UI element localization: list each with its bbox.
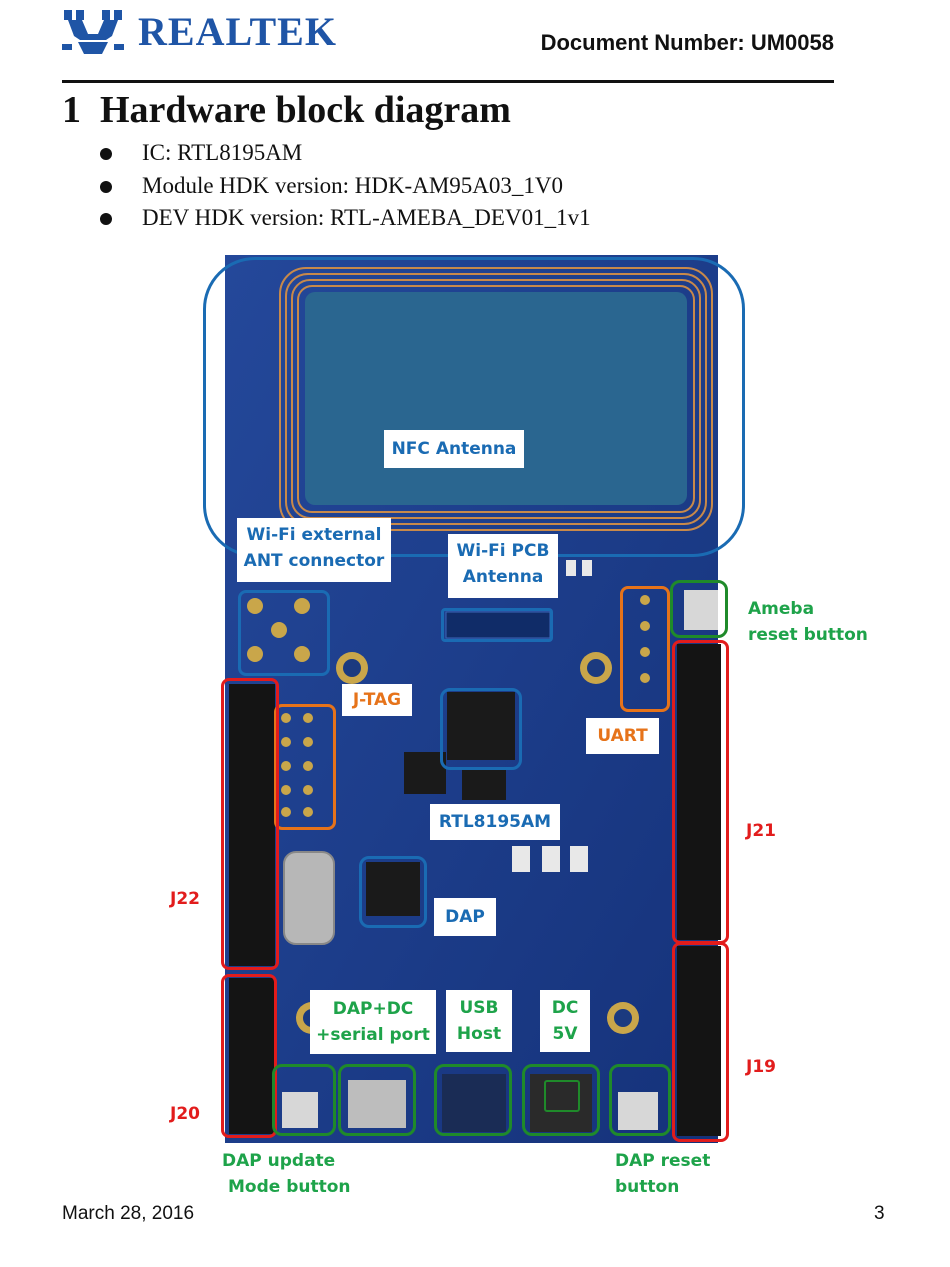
- bullet-dot-icon: [100, 181, 112, 193]
- label-usb-host: USB Host: [446, 990, 512, 1052]
- bullet-dot-icon: [100, 213, 112, 225]
- nfc-antenna-highlight: [203, 257, 745, 557]
- label-text: J21: [746, 821, 776, 841]
- wifi-pcb-antenna-highlight: [441, 608, 553, 642]
- label-text: Wi-Fi external: [246, 525, 382, 545]
- label-wifi-pcb-antenna: Wi-Fi PCB Antenna: [448, 534, 558, 598]
- label-j20: J20: [170, 1101, 210, 1127]
- logo-wordmark: REALTEK: [138, 9, 337, 54]
- label-text: DAP reset: [615, 1151, 711, 1171]
- label-text: reset button: [748, 625, 868, 645]
- j20-highlight: [221, 974, 277, 1138]
- dap-update-button-highlight: [272, 1064, 336, 1136]
- bullet-item: IC: RTL8195AM: [100, 140, 742, 166]
- label-text: J19: [746, 1057, 776, 1077]
- label-j19: J19: [746, 1054, 786, 1080]
- label-wifi-external-ant: Wi-Fi external ANT connector: [237, 518, 391, 582]
- label-dap-reset-button: DAP reset button: [615, 1148, 725, 1200]
- bullet-item: DEV HDK version: RTL-AMEBA_DEV01_1v1: [100, 205, 742, 231]
- label-text: +serial port: [316, 1025, 430, 1045]
- bullet-text: DEV HDK version: RTL-AMEBA_DEV01_1v1: [142, 205, 591, 230]
- jtag-highlight: [274, 704, 336, 830]
- dc-5v-inner-highlight: [544, 1080, 580, 1112]
- label-rtl8195am: RTL8195AM: [430, 804, 560, 840]
- label-text: ANT connector: [243, 551, 385, 571]
- label-text: 5V: [552, 1024, 578, 1044]
- bullet-text: IC: RTL8195AM: [142, 140, 303, 165]
- header-rule: [62, 80, 834, 83]
- uart-highlight: [620, 586, 670, 712]
- bullet-dot-icon: [100, 148, 112, 160]
- dap-chip-highlight: [359, 856, 427, 928]
- label-dap: DAP: [434, 898, 496, 936]
- label-text: UART: [597, 726, 648, 746]
- dap-reset-button-highlight: [609, 1064, 671, 1136]
- j19-highlight: [672, 942, 729, 1142]
- section-heading: 1 Hardware block diagram: [62, 89, 511, 131]
- label-dc-5v: DC 5V: [540, 990, 590, 1052]
- label-text: DAP: [445, 907, 485, 927]
- label-dap-update-mode-button: DAP update Mode button: [222, 1148, 352, 1200]
- label-dap-dc-serial-port: DAP+DC +serial port: [310, 990, 436, 1054]
- label-text: J20: [170, 1104, 200, 1124]
- label-text: Mode button: [228, 1177, 351, 1197]
- label-text: DAP+DC: [332, 999, 414, 1019]
- label-ameba-reset-button: Ameba reset button: [748, 596, 868, 648]
- label-text: DC: [551, 998, 579, 1018]
- document-number: Document Number: UM0058: [540, 30, 834, 55]
- label-text: Host: [456, 1024, 502, 1044]
- label-text: NFC Antenna: [391, 439, 517, 459]
- label-text: USB: [459, 998, 499, 1018]
- rtl8195am-highlight: [440, 688, 522, 770]
- ameba-reset-highlight: [670, 580, 728, 638]
- dap-dc-serial-port-highlight: [338, 1064, 416, 1136]
- j21-highlight: [672, 640, 729, 944]
- bullet-item: Module HDK version: HDK-AM95A03_1V0: [100, 173, 742, 199]
- dc-5v-highlight: [522, 1064, 600, 1136]
- label-text: button: [615, 1177, 680, 1197]
- label-text: J-TAG: [352, 690, 402, 710]
- label-text: DAP update: [222, 1151, 336, 1171]
- footer-page-number: 3: [874, 1203, 885, 1224]
- label-text: RTL8195AM: [438, 812, 552, 832]
- wifi-external-connector-highlight: [238, 590, 330, 676]
- footer-date: March 28, 2016: [62, 1203, 195, 1224]
- label-nfc-antenna: NFC Antenna: [384, 430, 524, 468]
- label-j21: J21: [746, 818, 786, 844]
- label-text: J22: [170, 889, 200, 909]
- label-text: Ameba: [748, 599, 815, 619]
- realtek-crab-icon: [62, 10, 124, 54]
- usb-host-highlight: [434, 1064, 512, 1136]
- label-uart: UART: [586, 718, 659, 754]
- label-j22: J22: [170, 886, 210, 912]
- j22-highlight: [221, 678, 279, 970]
- label-text: Wi-Fi PCB: [456, 541, 550, 561]
- realtek-logo: REALTEK: [62, 6, 336, 58]
- bullet-text: Module HDK version: HDK-AM95A03_1V0: [142, 173, 563, 198]
- label-text: Antenna: [462, 567, 544, 587]
- label-jtag: J-TAG: [342, 684, 412, 716]
